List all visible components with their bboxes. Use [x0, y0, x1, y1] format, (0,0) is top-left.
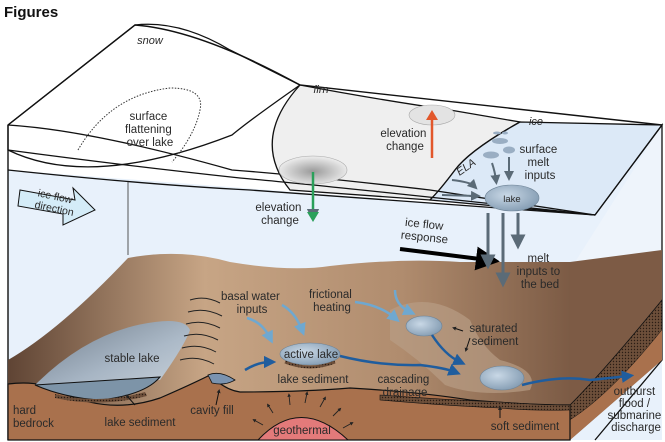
supraglacial-lake	[484, 184, 540, 212]
drainage-arrows	[244, 334, 635, 387]
saturated-sediment-label: saturated sediment	[469, 323, 520, 348]
cascading-drainage-label: cascading drainage	[378, 374, 433, 399]
firn-label: firn	[313, 84, 328, 96]
box-right-edge	[594, 123, 663, 441]
surface-flattening-outline	[77, 87, 202, 163]
cavity-fill	[207, 372, 236, 385]
surface-melt-arrows	[441, 157, 514, 201]
basal-flow-lines	[179, 297, 223, 365]
ice-flow-direction-arrow	[17, 186, 96, 226]
soft-sediment-label: soft sediment	[491, 421, 560, 433]
melt-ponds	[483, 131, 515, 159]
outburst-flood-label: outburst flood / submarine discharge	[608, 386, 665, 434]
elevation-change-up-label: elevation change	[380, 128, 429, 153]
lake-sediment-stable-label: lake sediment	[105, 417, 177, 429]
upper-lake	[405, 315, 443, 337]
cavity-fill-label: cavity fill	[190, 405, 233, 417]
layer-line-1	[7, 124, 596, 216]
stable-lake-label: stable lake	[105, 353, 160, 365]
lower-lake	[479, 365, 525, 391]
basal-water-arrows	[246, 289, 416, 344]
active-lake	[279, 342, 341, 366]
snow-label: snow	[137, 35, 164, 47]
frictional-heating-label: frictional heating	[309, 289, 355, 314]
geothermal-dome	[256, 417, 350, 441]
layer-line-2	[7, 149, 596, 216]
soft-sediment-bed	[379, 394, 571, 411]
stable-lake-sediment	[55, 392, 147, 403]
elevation-up-arrowhead	[426, 110, 438, 120]
ice-label: ice	[529, 116, 543, 128]
active-lake-sediment	[284, 360, 336, 369]
basal-water-inputs-label: basal water inputs	[221, 291, 283, 316]
bedrock-side	[570, 330, 662, 440]
snow-surface	[7, 23, 302, 168]
surface-flattening-label: surface flattening over lake	[125, 111, 175, 149]
geothermal-arrows	[252, 391, 354, 429]
hard-bedrock-label: hard bedrock	[13, 405, 54, 430]
figure-heading: Figures	[4, 4, 59, 21]
elevation-down-arrowhead	[307, 212, 319, 222]
surface-outline	[7, 24, 663, 126]
elevation-change-down-label: elevation change	[255, 202, 304, 227]
ice-flow-response-label: ice flow response	[400, 217, 450, 247]
melt-to-bed-arrows	[480, 213, 526, 288]
melt-inputs-to-bed-label: melt inputs to the bed	[517, 253, 564, 291]
geothermal-label: geothermal	[273, 425, 331, 437]
layer-line-3	[7, 169, 596, 216]
surface-melt-inputs-label: surface melt inputs	[520, 144, 561, 182]
pointer-arrows	[125, 326, 502, 418]
ice-flow-response-arrow	[399, 246, 500, 271]
stable-lake-cavity	[35, 321, 190, 385]
lake-sediment-active-label: lake sediment	[278, 374, 350, 386]
active-lake-label: active lake	[284, 349, 338, 361]
supraglacial-lake-label: lake	[503, 194, 520, 205]
